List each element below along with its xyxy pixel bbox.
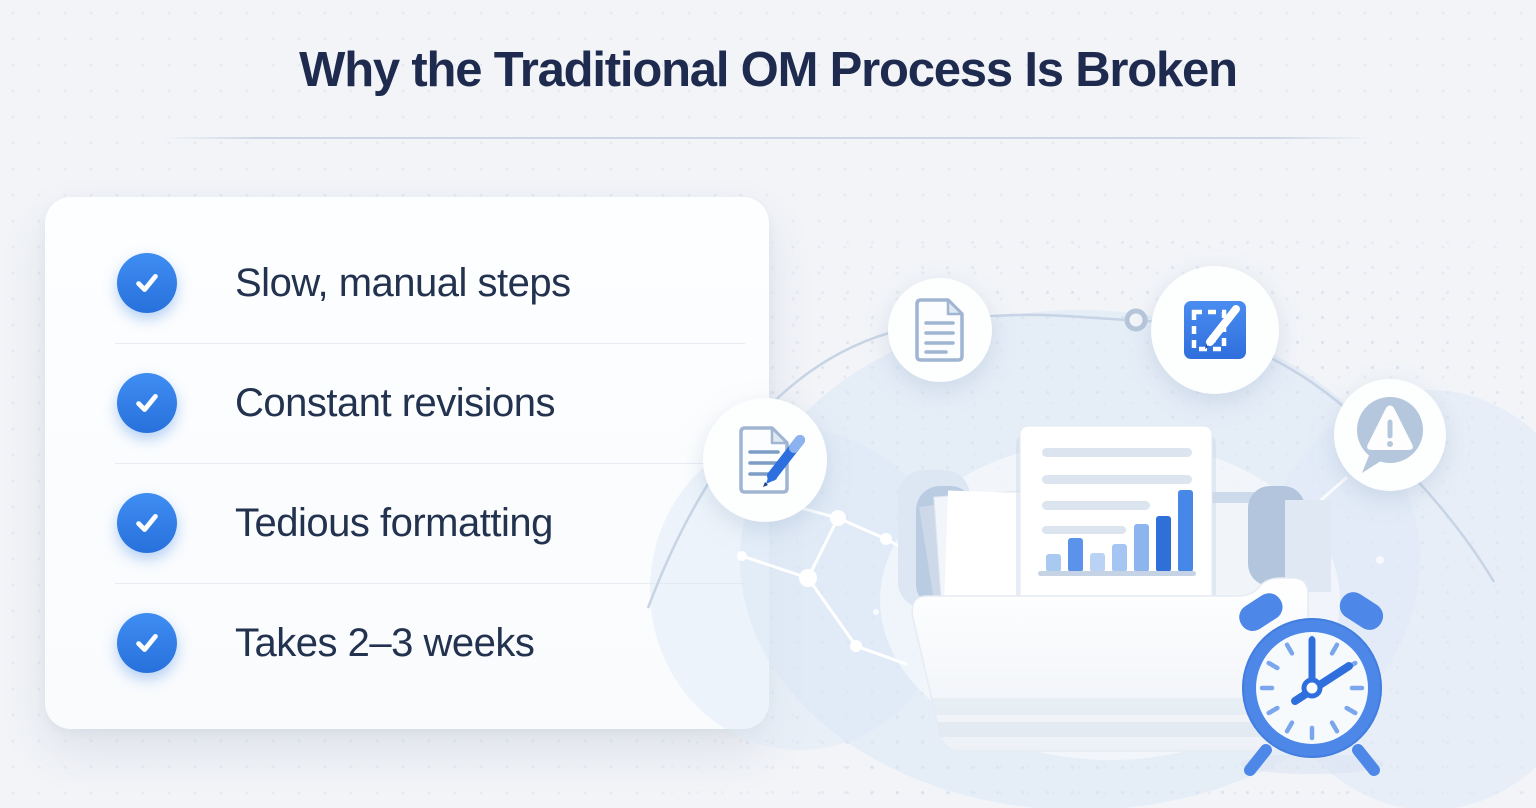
folder-front — [911, 577, 1309, 752]
annotation-tool-icon — [1151, 266, 1279, 394]
checklist-item: Constant revisions — [45, 344, 769, 463]
bar-chart — [1046, 490, 1193, 572]
checklist-item-label: Slow, manual steps — [235, 260, 571, 305]
row-divider — [115, 582, 745, 584]
bar — [1156, 516, 1171, 572]
checklist-item: Tedious formatting — [45, 464, 769, 583]
row-divider — [115, 462, 745, 464]
process-illustration — [646, 266, 1536, 808]
checkmark-circle-icon — [117, 253, 177, 313]
checklist-item: Slow, manual steps — [45, 224, 769, 343]
checkmark-circle-icon — [117, 373, 177, 433]
row-divider — [115, 342, 745, 344]
document-icon — [888, 278, 992, 382]
bar — [1134, 524, 1149, 572]
document-edit-icon — [703, 398, 827, 522]
warning-bubble-icon — [1334, 379, 1446, 491]
checklist-card: Slow, manual steps Constant revisions Te… — [45, 197, 769, 729]
checklist-item-label: Tedious formatting — [235, 500, 553, 545]
arc-node-ring — [1124, 308, 1148, 332]
clock-ticks — [1259, 635, 1365, 741]
chart-baseline — [1038, 571, 1196, 576]
document-text-lines — [1042, 448, 1192, 534]
bar — [1068, 538, 1083, 572]
checklist-item: Takes 2–3 weeks — [45, 584, 769, 703]
page-title: Why the Traditional OM Process Is Broken — [299, 43, 1238, 97]
bar — [1090, 553, 1105, 572]
alarm-clock-icon — [1239, 592, 1384, 776]
report-document — [1016, 425, 1216, 606]
checkmark-circle-icon — [117, 613, 177, 673]
network-dots — [737, 500, 1384, 652]
bar — [1046, 554, 1061, 572]
checklist-item-label: Constant revisions — [235, 380, 556, 425]
header-divider — [162, 137, 1374, 139]
checklist-item-label: Takes 2–3 weeks — [235, 620, 535, 665]
checkmark-circle-icon — [117, 493, 177, 553]
bar — [1178, 490, 1193, 572]
bar — [1112, 544, 1127, 572]
